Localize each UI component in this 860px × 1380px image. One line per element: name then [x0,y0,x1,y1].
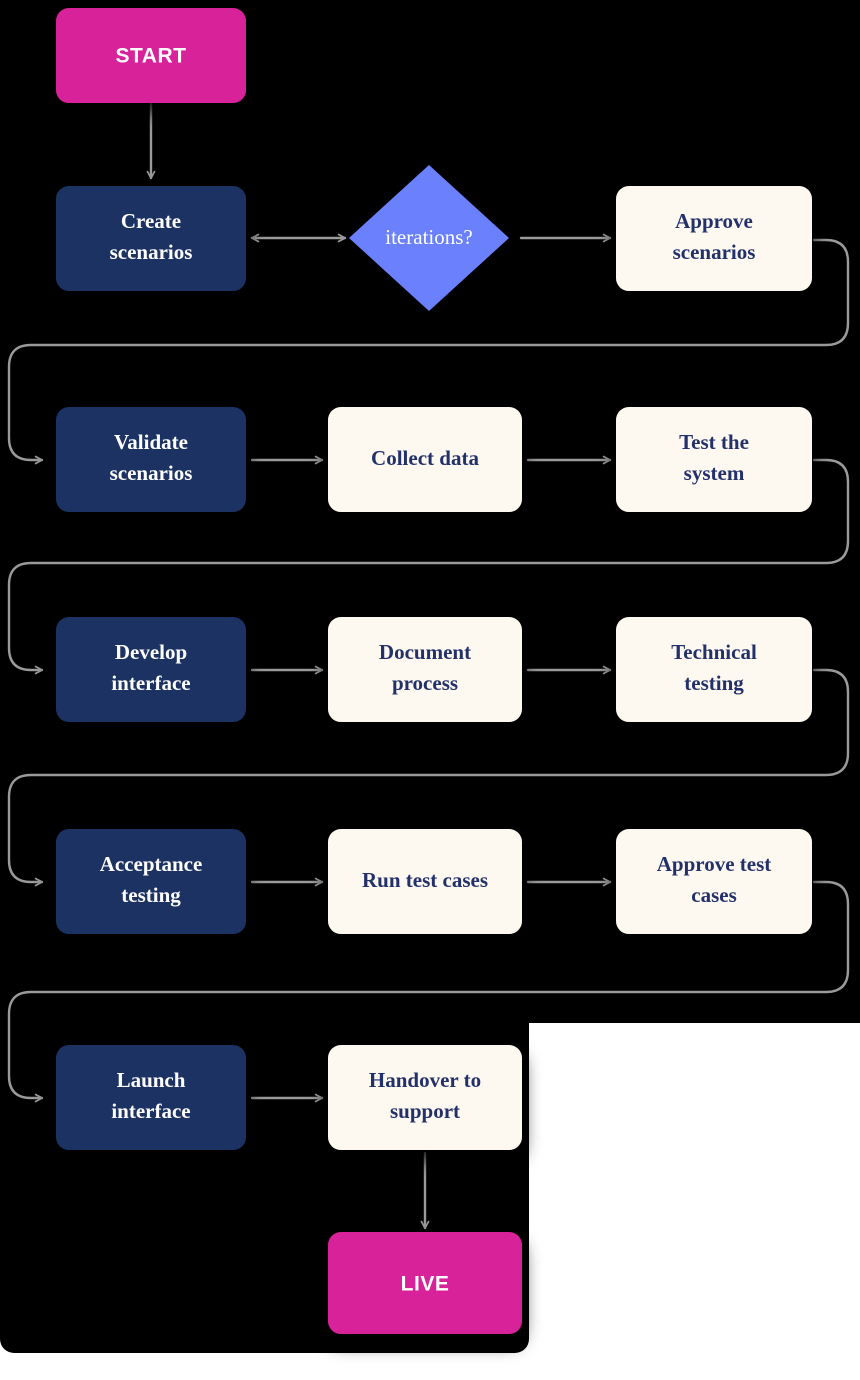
node-launch-interface-label-line2: interface [111,1099,190,1123]
node-start[interactable]: START [56,8,246,103]
node-document-process-label-line2: process [392,671,458,695]
node-validate-scenarios[interactable]: Validate scenarios [56,407,246,512]
node-handover-to-support-label-line2: support [390,1099,460,1123]
node-handover-to-support-shape[interactable] [328,1045,522,1150]
connector-layer [7,101,850,1230]
node-start-label: START [116,45,187,68]
node-document-process-label-line1: Document [379,640,471,664]
node-create-scenarios[interactable]: Create scenarios [56,186,246,291]
node-approve-test-cases-label-line2: cases [691,883,737,907]
node-document-process-shape[interactable] [328,617,522,722]
node-validate-scenarios-label-line1: Validate [114,430,188,454]
node-document-process[interactable]: Document process [328,617,522,722]
node-create-scenarios-label-line2: scenarios [110,240,193,264]
node-develop-interface-shape[interactable] [56,617,246,722]
node-approve-test-cases[interactable]: Approve test cases [616,829,812,934]
node-run-test-cases-label: Run test cases [362,868,488,892]
node-technical-testing-label-line2: testing [684,671,744,695]
node-approve-scenarios-label-line2: scenarios [673,240,756,264]
edge-test-the-system-to-develop-interface [7,458,850,675]
node-launch-interface[interactable]: Launch interface [56,1045,246,1150]
node-test-the-system-shape[interactable] [616,407,812,512]
node-create-scenarios-shape[interactable] [56,186,246,291]
node-collect-data-label: Collect data [371,446,479,470]
node-approve-scenarios-shape[interactable] [616,186,812,291]
node-handover-to-support[interactable]: Handover to support [328,1045,522,1150]
node-approve-test-cases-shape[interactable] [616,829,812,934]
node-handover-to-support-label-line1: Handover to [369,1068,481,1092]
node-test-the-system-label-line1: Test the [679,430,749,454]
node-approve-test-cases-label-line1: Approve test [657,852,772,876]
node-run-test-cases-shape[interactable] [328,829,522,934]
edge-technical-testing-to-acceptance-testing [7,668,850,887]
edge-approve-test-cases-to-launch-interface [7,880,850,1103]
node-acceptance-testing[interactable]: Acceptance testing [56,829,246,934]
node-collect-data[interactable]: Collect data [328,407,522,512]
node-develop-interface-label-line2: interface [111,671,190,695]
node-iterations-label: iterations? [385,225,472,249]
node-launch-interface-shape[interactable] [56,1045,246,1150]
node-approve-scenarios-label-line1: Approve [675,209,753,233]
node-create-scenarios-label-line1: Create [121,209,181,233]
node-start-shape[interactable] [56,8,246,103]
node-iterations[interactable]: iterations? [349,165,509,311]
node-live-label: LIVE [401,1273,450,1296]
node-validate-scenarios-label-line2: scenarios [110,461,193,485]
node-collect-data-shape[interactable] [328,407,522,512]
node-technical-testing[interactable]: Technical testing [616,617,812,722]
node-develop-interface[interactable]: Develop interface [56,617,246,722]
node-acceptance-testing-shape[interactable] [56,829,246,934]
node-live[interactable]: LIVE [328,1232,522,1334]
node-technical-testing-label-line1: Technical [671,640,757,664]
node-test-the-system[interactable]: Test the system [616,407,812,512]
node-approve-scenarios[interactable]: Approve scenarios [616,186,812,291]
node-validate-scenarios-shape[interactable] [56,407,246,512]
edge-approve-scenarios-to-validate-scenarios [7,238,850,465]
node-run-test-cases[interactable]: Run test cases [328,829,522,934]
node-acceptance-testing-label-line1: Acceptance [100,852,203,876]
node-acceptance-testing-label-line2: testing [121,883,181,907]
node-launch-interface-label-line1: Launch [117,1068,186,1092]
node-test-the-system-label-line2: system [684,461,745,485]
node-technical-testing-shape[interactable] [616,617,812,722]
node-iterations-shape[interactable] [349,165,509,311]
node-live-shape[interactable] [328,1232,522,1334]
node-develop-interface-label-line1: Develop [115,640,187,664]
